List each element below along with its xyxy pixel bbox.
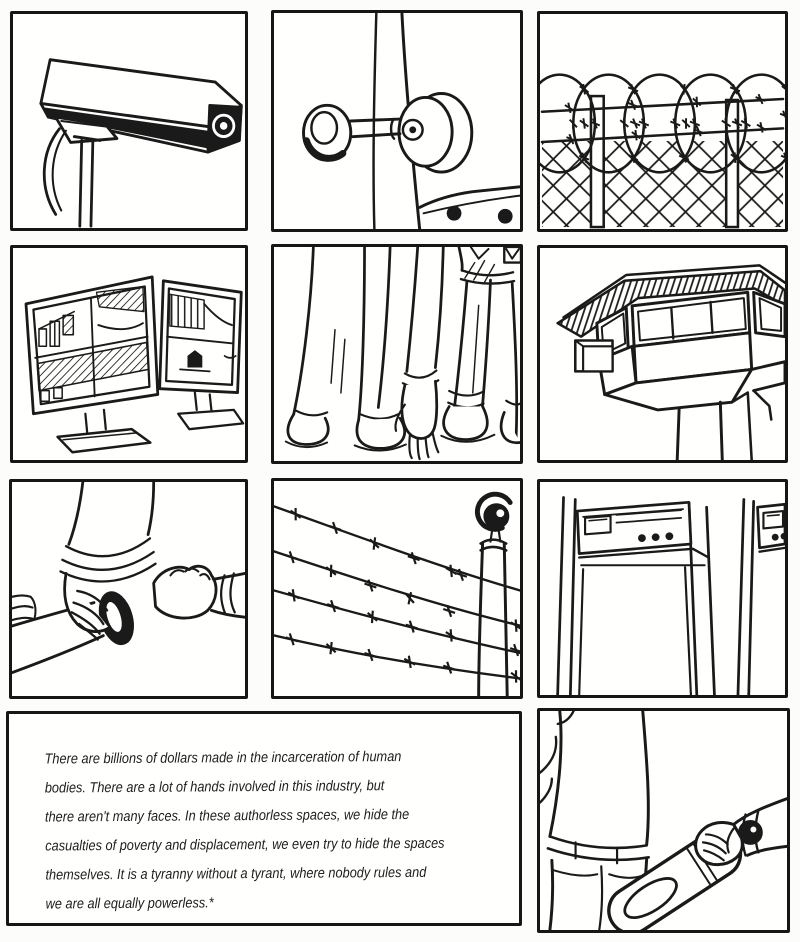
panel-metal-detectors	[537, 479, 788, 698]
caption-text-block: There are billions of dollars made in th…	[9, 714, 519, 920]
caption-line: There are billions of dollars made in th…	[44, 749, 402, 768]
hands-illustration	[12, 482, 245, 675]
panel-wand-search	[537, 708, 790, 933]
watchtower-illustration	[556, 264, 785, 460]
cctv-camera-illustration	[39, 58, 243, 228]
panel-handcuffed-hands	[9, 479, 248, 699]
panel-surveillance-monitors	[10, 245, 248, 463]
panel-cctv-camera	[10, 11, 248, 231]
panel-caption: There are billions of dollars made in th…	[6, 711, 522, 926]
caption-line: themselves. It is a tyranny without a ty…	[45, 864, 427, 884]
barbed-wire-illustration	[274, 491, 520, 696]
panel-razor-wire-fence	[537, 11, 788, 232]
metal-detectors-illustration	[556, 496, 785, 695]
caption-line: bodies. There are a lot of hands involve…	[44, 778, 385, 797]
caption-line: we are all equally powerless.*	[45, 895, 214, 913]
panel-detained-figures	[271, 244, 523, 464]
caption-line: casualties of poverty and displacement, …	[45, 835, 445, 855]
key-in-lock-illustration	[302, 13, 520, 229]
panel-key-in-lock	[271, 10, 523, 232]
legs-illustration	[284, 247, 520, 461]
razor-wire-illustration	[540, 73, 785, 229]
caption-line: there aren't many faces. In these author…	[44, 806, 410, 826]
panel-watchtower	[537, 245, 788, 463]
monitors-illustration	[24, 275, 245, 454]
panel-barbed-wire-camera	[271, 478, 523, 699]
wand-search-illustration	[540, 711, 787, 930]
